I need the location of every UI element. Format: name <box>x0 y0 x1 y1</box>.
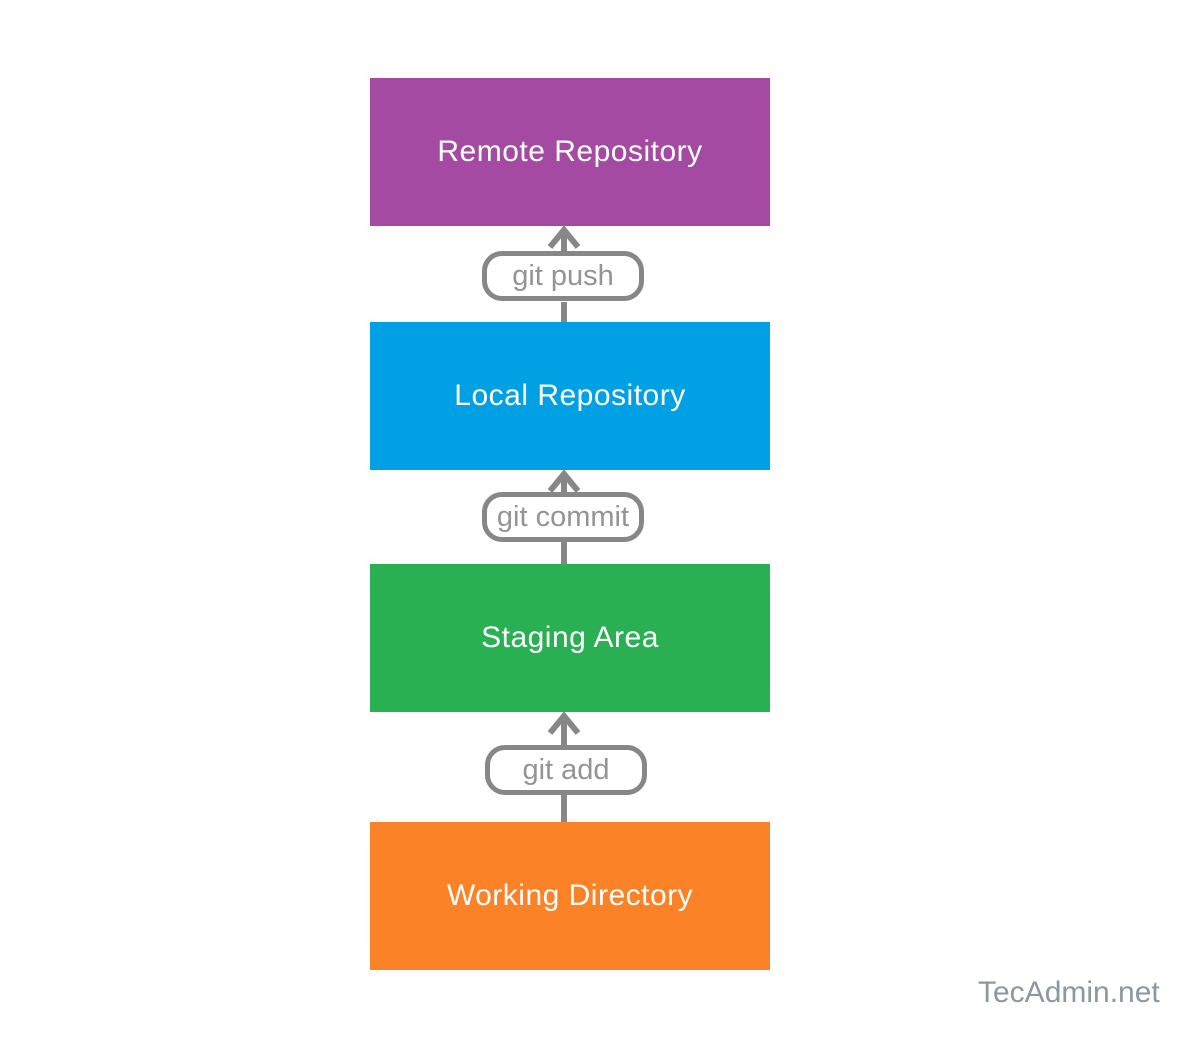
arrow-up-icon <box>547 711 581 735</box>
arrow-up-icon <box>547 225 581 249</box>
edge-label-git-push: git push <box>482 251 644 301</box>
edge-label-git-commit: git commit <box>482 492 644 542</box>
connector-git-commit <box>547 469 581 566</box>
arrow-up-icon <box>547 469 581 493</box>
connector-git-add <box>547 711 581 823</box>
node-working-directory: Working Directory <box>370 822 770 970</box>
edge-label-git-add: git add <box>485 745 647 795</box>
connector-git-push <box>547 225 581 323</box>
watermark: TecAdmin.net <box>978 976 1160 1009</box>
node-local-repository: Local Repository <box>370 322 770 470</box>
node-staging-area: Staging Area <box>370 564 770 712</box>
node-remote-repository: Remote Repository <box>370 78 770 226</box>
